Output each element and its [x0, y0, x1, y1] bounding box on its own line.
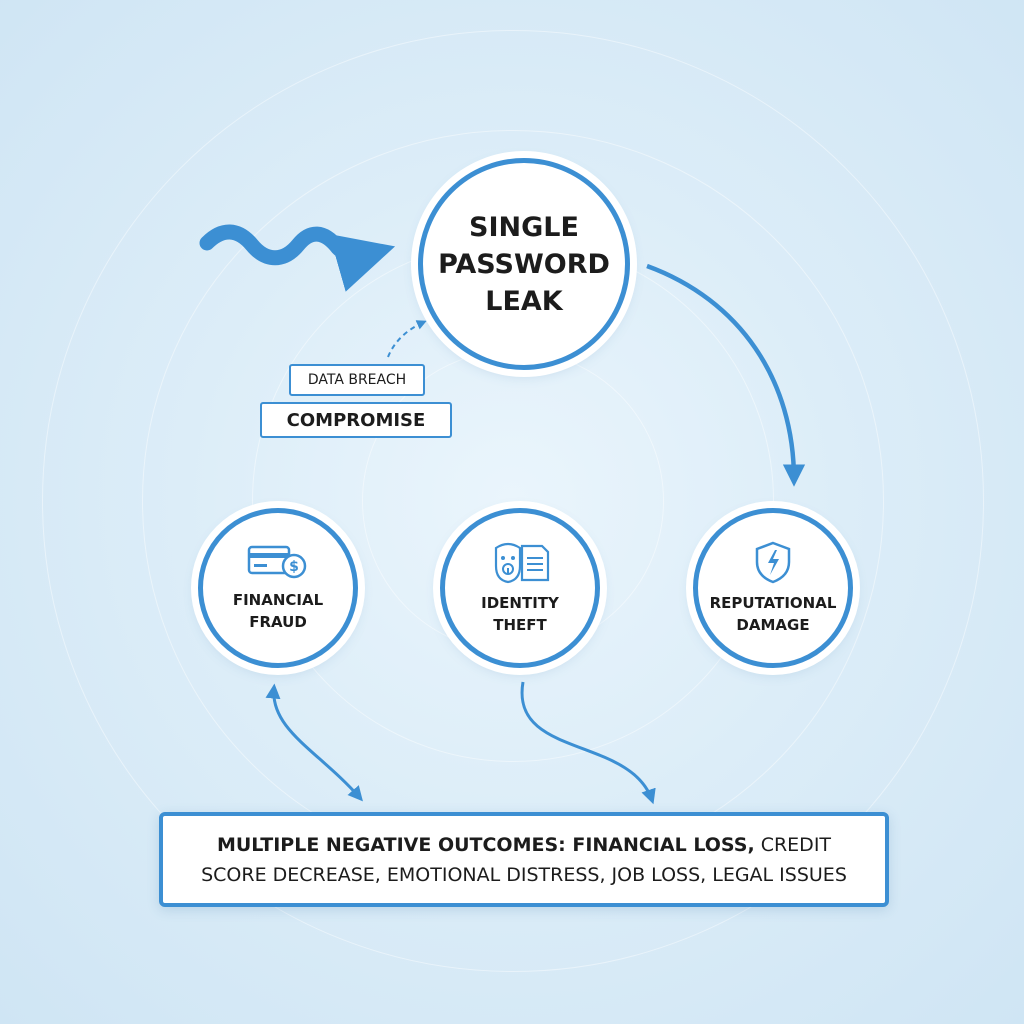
fraud-outcomes-arrow	[265, 683, 363, 802]
outcomes-text: MULTIPLE NEGATIVE OUTCOMES: FINANCIAL LO…	[193, 830, 855, 890]
central-node-single-password-leak: SINGLE PASSWORD LEAK	[418, 158, 630, 370]
central-to-reputation-arrow	[646, 263, 806, 487]
svg-text:$: $	[289, 559, 299, 575]
consequence-label: IDENTITY THEFT	[481, 594, 559, 634]
incoming-wavy-arrow	[199, 224, 396, 292]
outcomes-lead: MULTIPLE NEGATIVE OUTCOMES: FINANCIAL LO…	[216, 833, 755, 856]
outcomes-box: MULTIPLE NEGATIVE OUTCOMES: FINANCIAL LO…	[159, 812, 889, 907]
outcomes-rest: CREDIT SCORE DECREASE, EMOTIONAL DISTRES…	[201, 833, 847, 886]
consequence-node-reputational-damage: REPUTATIONAL DAMAGE	[693, 508, 853, 668]
identity-outcomes-arrow	[520, 681, 656, 805]
consequence-label: REPUTATIONAL DAMAGE	[709, 594, 837, 634]
consequence-label: FINANCIAL FRAUD	[232, 591, 324, 631]
consequence-node-financial-fraud: $ FINANCIAL FRAUD	[198, 508, 358, 668]
face-document-lock-icon	[494, 542, 550, 584]
broken-shield-icon	[755, 541, 791, 584]
compromise-tag: COMPROMISE	[260, 402, 452, 438]
breach-dashed-arrow	[387, 320, 427, 358]
central-node-label: SINGLE PASSWORD LEAK	[438, 211, 610, 317]
credit-card-dollar-icon: $	[247, 545, 307, 579]
consequence-node-identity-theft: IDENTITY THEFT	[440, 508, 600, 668]
data-breach-tag: DATA BREACH	[289, 364, 425, 396]
